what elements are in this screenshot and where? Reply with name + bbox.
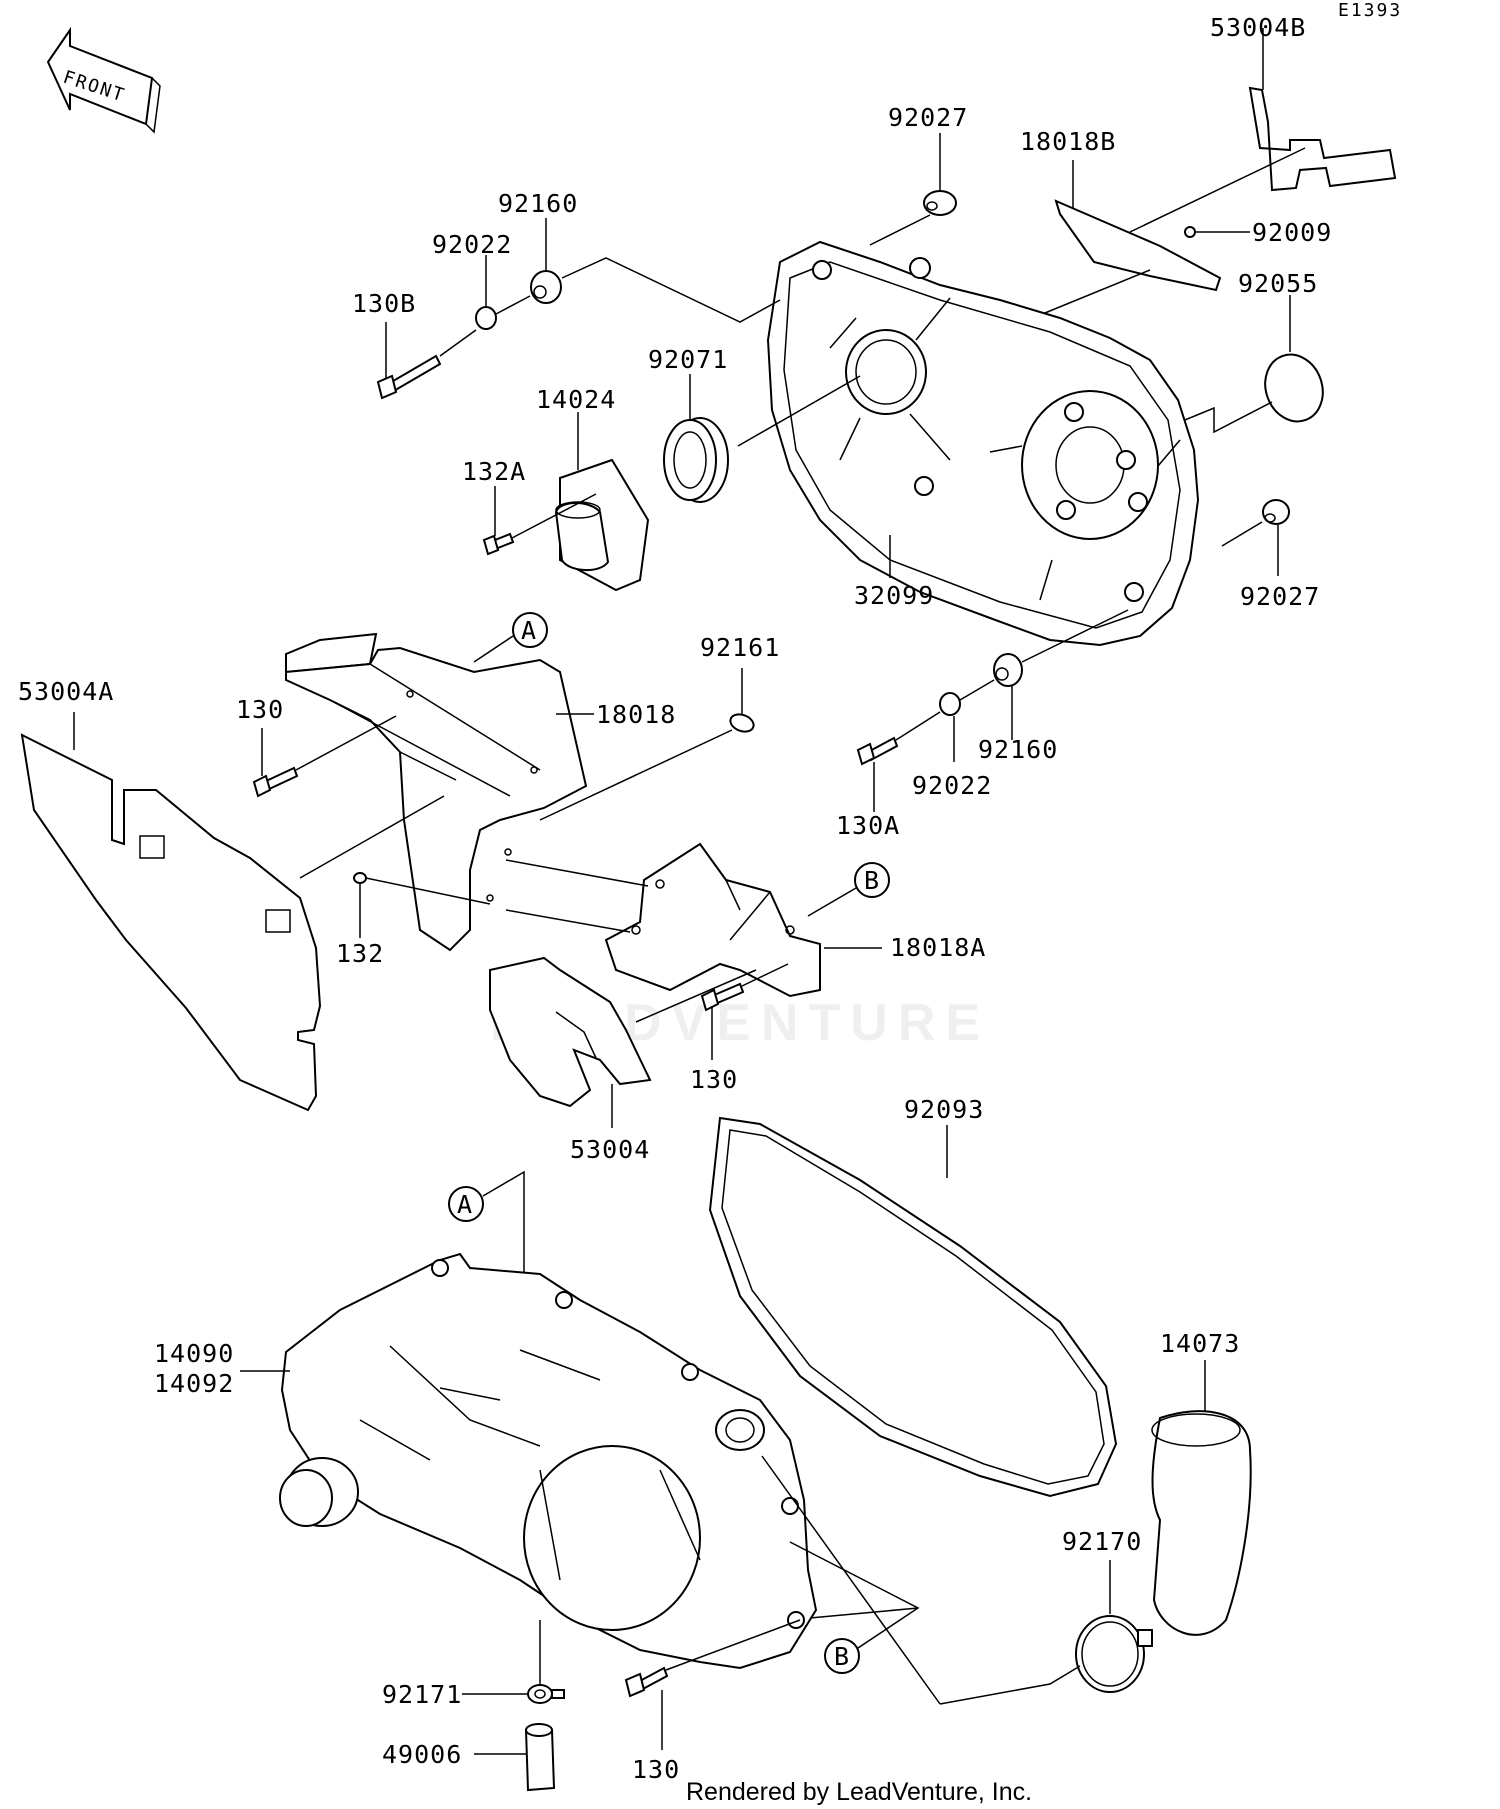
label-130B: 130B (352, 289, 416, 318)
label-92093: 92093 (904, 1095, 984, 1124)
label-53004: 53004 (570, 1135, 650, 1164)
screw-92009 (1184, 226, 1196, 238)
grommet-92160-mid (993, 653, 1023, 687)
label-92055: 92055 (1238, 269, 1318, 298)
label-18018: 18018 (596, 700, 676, 729)
label-92171: 92171 (382, 1680, 462, 1709)
label-92022-mid: 92022 (912, 771, 992, 800)
seal-92071 (663, 417, 729, 503)
bracket-18018B (1054, 199, 1222, 292)
bolt-130A (856, 736, 899, 766)
label-14090: 14090 (154, 1339, 234, 1368)
bolt-130-mid (700, 982, 745, 1012)
label-49006: 49006 (382, 1740, 462, 1769)
cap-14024 (554, 458, 650, 592)
label-92170: 92170 (1062, 1527, 1142, 1556)
label-18018B: 18018B (1020, 127, 1116, 156)
bolt-132A (482, 532, 515, 556)
ref-marker-b-mid: B (854, 862, 890, 898)
clip-92171 (527, 1684, 565, 1704)
label-53004B: 53004B (1210, 13, 1306, 42)
label-92027-top: 92027 (888, 103, 968, 132)
label-130-bottom: 130 (632, 1755, 680, 1784)
grommet-92160-top (530, 270, 562, 304)
label-14092: 14092 (154, 1369, 234, 1398)
label-92161: 92161 (700, 633, 780, 662)
inner-cover-14090 (279, 1252, 818, 1670)
label-92009: 92009 (1252, 218, 1332, 247)
ref-marker-a-top: A (512, 612, 548, 648)
label-14073: 14073 (1160, 1329, 1240, 1358)
svg-text:B: B (864, 866, 880, 895)
ref-marker-b-bottom: B (824, 1638, 860, 1674)
insulator-53004 (489, 956, 652, 1108)
label-32099: 32099 (854, 581, 934, 610)
bolt-130B (376, 354, 442, 400)
grommet-92027-top (923, 190, 957, 216)
gasket-92093 (708, 1116, 1118, 1498)
washer-92022-mid (939, 692, 961, 716)
bracket-18018 (285, 632, 588, 952)
label-92022-top: 92022 (432, 230, 512, 259)
label-18018A: 18018A (890, 933, 986, 962)
outer-cover-32099 (766, 240, 1200, 647)
label-92027-right: 92027 (1240, 582, 1320, 611)
label-92160-mid: 92160 (978, 735, 1058, 764)
duct-14073 (1151, 1410, 1252, 1636)
bolt-130-left (252, 766, 299, 798)
front-arrow-icon: FRONT (46, 26, 161, 134)
clip-92161 (729, 713, 755, 733)
label-132A: 132A (462, 457, 526, 486)
label-14024: 14024 (536, 385, 616, 414)
bolt-130-bottom (624, 1666, 669, 1698)
clamp-92170 (1075, 1615, 1153, 1693)
plug-49006 (524, 1723, 556, 1792)
bolt-132 (353, 872, 367, 884)
grommet-92027-right (1262, 499, 1290, 525)
label-132: 132 (336, 939, 384, 968)
svg-text:A: A (521, 616, 537, 645)
label-130-mid: 130 (690, 1065, 738, 1094)
ref-marker-a-bottom: A (448, 1186, 484, 1222)
diagram-code: E1393 (1338, 0, 1402, 21)
washer-92022-top (475, 306, 497, 330)
oring-92055 (1264, 353, 1324, 423)
label-92071: 92071 (648, 345, 728, 374)
svg-text:B: B (834, 1642, 850, 1671)
insulator-53004A (20, 733, 322, 1112)
svg-text:A: A (457, 1190, 473, 1219)
insulator-53004B (1248, 86, 1397, 192)
label-53004A: 53004A (18, 677, 114, 706)
label-130-left: 130 (236, 695, 284, 724)
label-130A: 130A (836, 811, 900, 840)
label-92160-top: 92160 (498, 189, 578, 218)
credit-text: Rendered by LeadVenture, Inc. (686, 1778, 1032, 1806)
bracket-18018A (604, 842, 821, 998)
